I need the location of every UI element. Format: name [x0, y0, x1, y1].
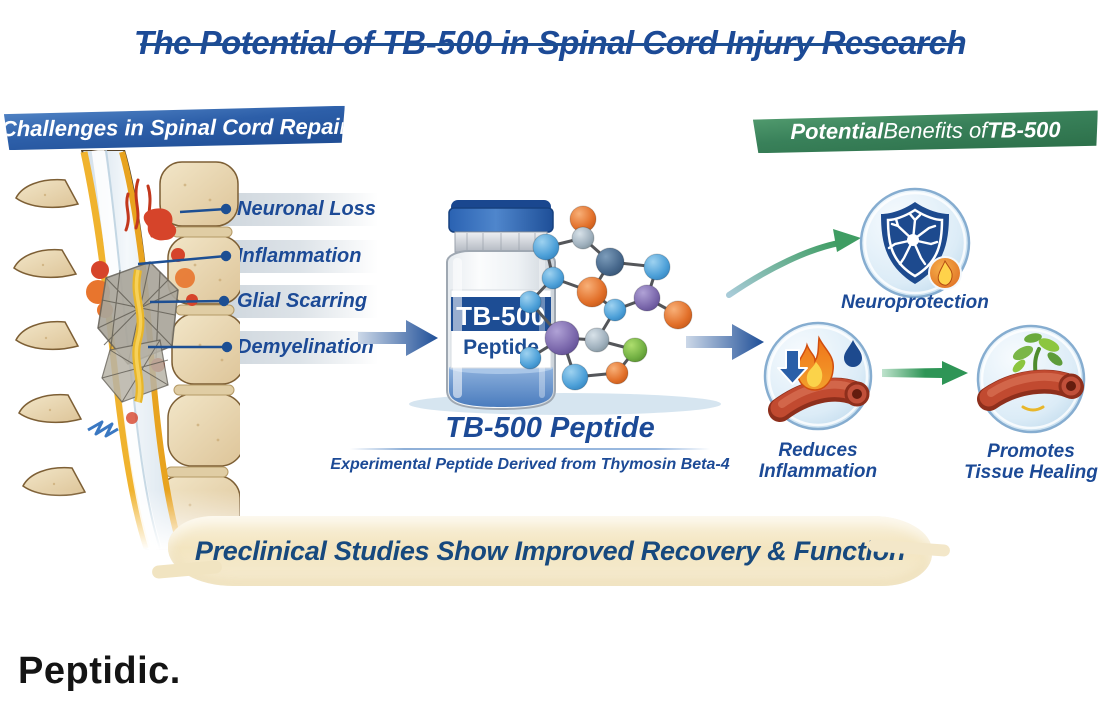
molecule-atoms: [520, 205, 693, 391]
challenge-label-inflammation: Inflammation: [237, 245, 362, 267]
benefit-label-reduces-inflammation: Reduces Inflammation: [758, 440, 878, 482]
peptide-molecule-graphic: [520, 205, 693, 391]
blood-vessel: [977, 369, 1084, 412]
vial-subcaption: Experimental Peptide Derived from Thymos…: [330, 456, 730, 473]
challenge-label-demyelination: Demyelination: [237, 336, 374, 358]
pain-zigzag-icon: [87, 420, 119, 438]
challenge-label-strip: Neuronal Loss: [205, 193, 378, 226]
vessel-flame-icon: [763, 321, 873, 431]
arrow-right-blue-icon: [686, 324, 764, 360]
vial-liquid: [449, 368, 553, 407]
arrow-right-blue-icon: [358, 320, 438, 356]
vessel-sprout-icon: [976, 324, 1086, 434]
down-arrow-glyph: [777, 349, 808, 385]
challenge-label-strip: Glial Scarring: [205, 285, 378, 318]
benefits-banner: Potential Benefits of TB-500: [753, 109, 1098, 153]
spinal-cord-injury-illustration: [10, 150, 240, 550]
leader-lines: [137, 203, 233, 353]
page-title: The Potential of TB-500 in Spinal Cord I…: [0, 22, 1100, 64]
caption-divider: [350, 448, 710, 450]
caption-bold: TB-500: [445, 412, 542, 444]
challenge-label-glial-scarring: Glial Scarring: [237, 290, 368, 312]
benefit-label-promotes-tissue-healing: Promotes Tissue Healing: [964, 441, 1098, 483]
arrow-curved-green-icon: [726, 229, 861, 298]
intervertebral-discs: [165, 226, 235, 478]
sprout-glyph: [1012, 333, 1063, 387]
vial-label-line2: Peptide: [463, 336, 539, 359]
nerve-squiggle-highlight: [134, 269, 143, 403]
title-prefix: The Potential of: [133, 24, 382, 62]
challenges-banner-label: Challenges in Spinal Cord Repair: [0, 113, 349, 142]
shield-neuron-icon: [859, 187, 971, 299]
brand-logo: Peptidic.: [18, 650, 181, 692]
title-highlight: TB-500: [382, 24, 493, 62]
flame-core: [806, 362, 823, 387]
footer-banner: Preclinical Studies Show Improved Recove…: [168, 516, 932, 586]
glass-highlight-left: [453, 258, 462, 398]
arrow-right-green-icon: [882, 361, 968, 385]
benefits-banner-mid: Benefits of: [883, 117, 988, 144]
benefit-label-neuroprotection: Neuroprotection: [841, 292, 989, 313]
bone-speckles: [41, 183, 224, 520]
challenges-banner: Challenges in Spinal Cord Repair: [4, 106, 345, 150]
hemorrhage-blob: [143, 208, 177, 241]
benefits-banner-bold2: TB-500: [987, 117, 1061, 143]
benefits-banner-bold1: Potential: [790, 118, 884, 144]
droplet-glyph: [844, 340, 862, 367]
title-underline: [140, 43, 964, 46]
footer-banner-text: Preclinical Studies Show Improved Recove…: [194, 535, 906, 566]
caption-rest: Peptide: [541, 412, 655, 444]
seal-ridges: [466, 233, 536, 251]
challenge-label-neuronal-loss: Neuronal Loss: [237, 198, 376, 220]
vial-caption: TB-500 Peptide: [340, 412, 760, 445]
title-suffix: in Spinal Cord Injury Research: [492, 24, 967, 62]
